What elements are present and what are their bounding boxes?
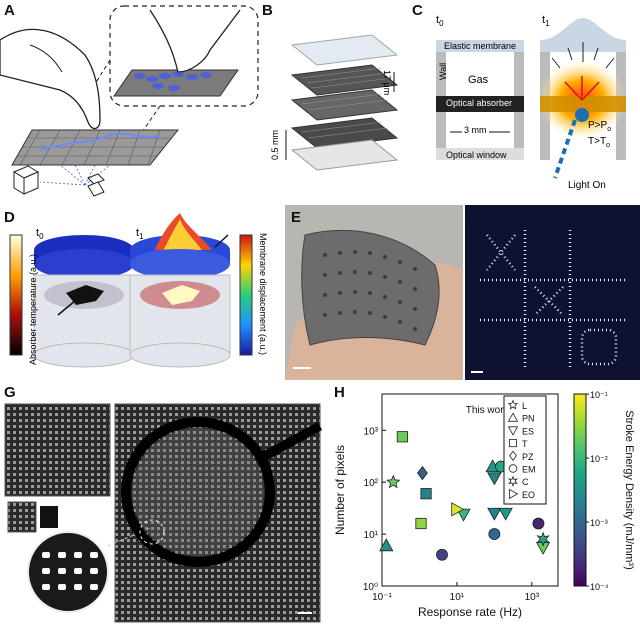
legend-label: T bbox=[522, 439, 528, 449]
panel-h-label: H bbox=[334, 384, 345, 401]
colorbar-tick-label: 10⁻⁴ bbox=[590, 582, 609, 592]
x-tick-label: 10³ bbox=[525, 592, 540, 603]
legend-marker-em bbox=[508, 464, 518, 473]
legend-label: EO bbox=[522, 490, 535, 500]
panel-c-t0: t0 bbox=[436, 14, 444, 29]
panel-a-illustration bbox=[0, 5, 259, 197]
legend-label: PZ bbox=[522, 452, 534, 462]
panel-d-left-colorbar-label: Absorber temperature (a.u.) bbox=[28, 253, 38, 365]
data-point-t bbox=[396, 431, 408, 443]
panel-d-t0: t0 bbox=[36, 227, 44, 242]
panel-c-t1: t1 bbox=[542, 14, 550, 29]
legend-label: L bbox=[522, 401, 527, 411]
panel-f-label: F bbox=[465, 209, 468, 226]
legend-marker-t bbox=[508, 439, 517, 448]
legend-marker-pz bbox=[509, 450, 517, 461]
x-axis-label: Response rate (Hz) bbox=[418, 605, 522, 619]
x-tick-label: 10⁻¹ bbox=[372, 592, 392, 603]
data-point-eo bbox=[451, 502, 465, 517]
panel-c-label: C bbox=[412, 2, 423, 19]
panel-g: G bbox=[0, 382, 325, 625]
panel-c-elastic-membrane: Elastic membrane bbox=[444, 41, 517, 51]
data-point-em bbox=[488, 528, 501, 541]
legend-marker-pn bbox=[507, 412, 519, 422]
panel-b-layer-stack bbox=[285, 34, 399, 171]
colorbar-tick-label: 10⁻³ bbox=[590, 518, 608, 528]
data-point-t bbox=[420, 488, 432, 500]
panel-c-optical-absorber: Optical absorber bbox=[446, 98, 513, 108]
panel-b: B 17 μm 0.5 mm bbox=[262, 0, 410, 200]
panel-e-label: E bbox=[291, 209, 302, 226]
panel-b-label: B bbox=[262, 2, 273, 19]
y-axis-label: Number of pixels bbox=[333, 445, 347, 535]
legend-label: ES bbox=[522, 426, 534, 436]
y-tick-label: 10² bbox=[364, 478, 379, 489]
panel-d-label: D bbox=[4, 209, 15, 226]
panel-b-dim-top: 17 μm bbox=[382, 70, 392, 96]
panel-c-schematic bbox=[436, 18, 627, 179]
y-tick-label: 10¹ bbox=[364, 530, 379, 541]
panel-d-right-colorbar-label: Membrane displacement (a.u.) bbox=[258, 233, 268, 356]
panel-e: E bbox=[285, 205, 463, 380]
panel-c-gas: Gas bbox=[468, 74, 489, 86]
data-point-c bbox=[536, 531, 550, 547]
panel-d: D t0 t1 Absorber temperature (a.u.) Memb… bbox=[0, 205, 280, 380]
legend-marker-es bbox=[507, 426, 519, 436]
y-tick-label: 10³ bbox=[364, 426, 379, 437]
legend-marker-eo bbox=[508, 488, 519, 500]
panel-a: A bbox=[0, 0, 262, 205]
plot-frame bbox=[381, 393, 559, 587]
panel-c: C t0 t1 Elastic membrane Wall Gas Optica… bbox=[410, 0, 640, 205]
colorbar-tick-label: 10⁻¹ bbox=[590, 390, 608, 400]
panel-c-width: 3 mm bbox=[462, 125, 489, 135]
data-point-pz bbox=[417, 465, 428, 481]
colorbar bbox=[573, 393, 587, 587]
legend-label: PN bbox=[522, 414, 535, 424]
panel-d-t1: t1 bbox=[136, 227, 144, 242]
colorbar-tick-label: 10⁻² bbox=[590, 454, 608, 464]
colorbar-label: Stroke Energy Density (mJ/mm³) bbox=[623, 410, 635, 570]
panel-c-pressure: P>Po bbox=[588, 120, 612, 133]
legend-label: EM bbox=[522, 465, 536, 475]
panel-g-photos bbox=[4, 403, 322, 623]
data-point-es bbox=[498, 507, 513, 521]
panel-g-label: G bbox=[4, 384, 16, 401]
legend-box bbox=[503, 395, 547, 505]
panel-c-wall: Wall bbox=[438, 62, 448, 80]
data-point-em bbox=[532, 517, 545, 530]
data-point-em bbox=[436, 548, 448, 561]
y-tick-label: 10⁰ bbox=[363, 582, 378, 593]
data-point-pn bbox=[379, 538, 394, 552]
panel-f-tictactoe-display bbox=[465, 205, 640, 380]
legend-marker-c bbox=[508, 475, 518, 487]
panel-c-temperature: T>To bbox=[588, 136, 610, 149]
x-tick-label: 10¹ bbox=[450, 592, 465, 603]
annotation-this-work: This work bbox=[466, 405, 510, 416]
panel-f: F bbox=[465, 205, 640, 380]
legend-marker-l bbox=[507, 399, 519, 410]
panel-c-optical-window: Optical window bbox=[446, 150, 507, 160]
data-point-es bbox=[487, 472, 502, 486]
panel-b-dim-bottom: 0.5 mm bbox=[270, 129, 280, 160]
panel-a-label: A bbox=[4, 2, 15, 19]
panel-d-simulation bbox=[9, 213, 253, 368]
panel-c-light-on: Light On bbox=[568, 180, 606, 191]
data-point-t bbox=[415, 517, 427, 530]
data-point-l bbox=[386, 474, 401, 489]
panel-e-photo bbox=[285, 205, 463, 380]
legend-label: C bbox=[522, 477, 529, 487]
data-point-es bbox=[487, 507, 502, 521]
